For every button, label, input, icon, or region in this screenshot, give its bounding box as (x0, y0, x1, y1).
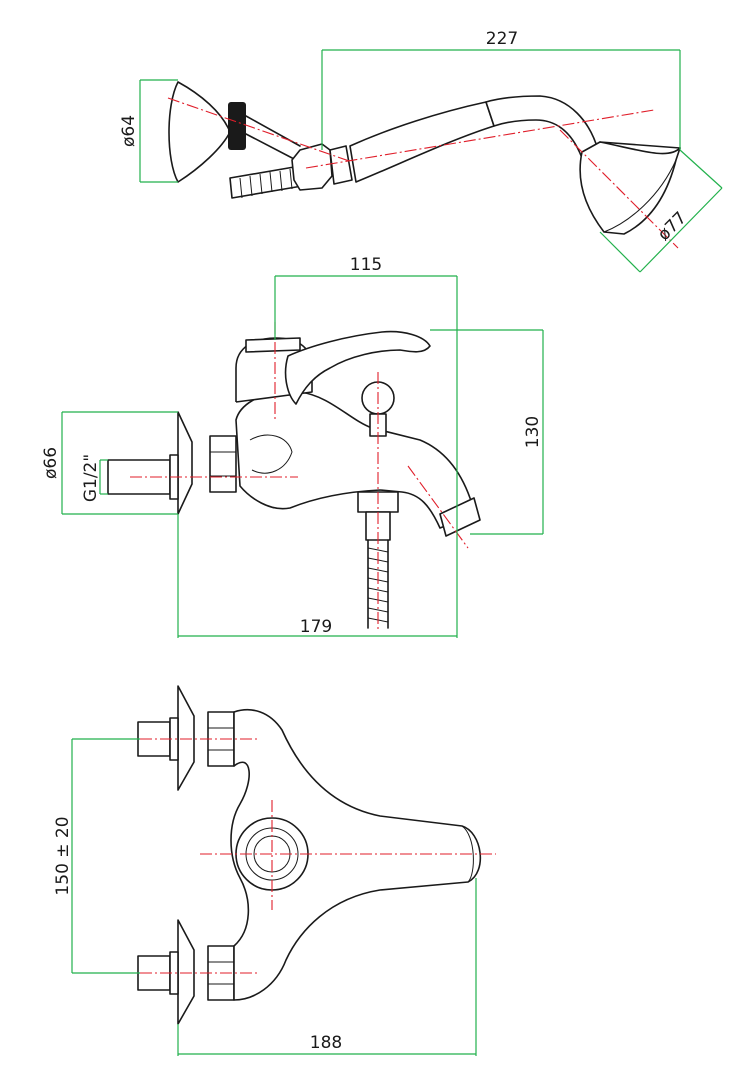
wall-flange (177, 411, 193, 515)
dimension-diameter-77-label: ø77 (654, 208, 691, 245)
dimension-130: 130 (430, 329, 544, 535)
dimension-centers: 150 ± 20 (53, 738, 140, 974)
mixer-body (235, 391, 477, 529)
dimension-diameter-66-label: ø66 (41, 447, 61, 479)
dimension-130-label: 130 (523, 416, 543, 448)
dimension-115: 115 (274, 255, 458, 638)
dimension-diameter-64-label: ø64 (119, 115, 139, 147)
dimension-centers-label: 150 ± 20 (53, 816, 73, 895)
dimension-thread: G1/2" (81, 454, 108, 502)
shower-head-front (168, 81, 301, 183)
mixer-side-view: 115 130 ø66 G1/2" 179 (41, 255, 544, 638)
dimension-179: 179 (177, 514, 457, 638)
mixer-top-view: 150 ± 20 188 (53, 685, 496, 1056)
hand-shower-handle (291, 95, 599, 191)
dimension-227-label: 227 (486, 29, 518, 49)
dimension-115-label: 115 (350, 255, 382, 275)
mixer-lever (284, 330, 431, 405)
dimension-thread-label: G1/2" (81, 454, 101, 502)
hose-top (229, 165, 303, 199)
upper-flange (177, 685, 195, 791)
dimension-188: 188 (177, 878, 477, 1056)
dimension-diameter-66: ø66 (41, 411, 178, 515)
mixer-top-body (230, 708, 482, 1001)
dimension-188-label: 188 (310, 1033, 342, 1053)
hex-nut (209, 435, 237, 493)
dimension-diameter-64: ø64 (119, 79, 178, 183)
lower-flange (177, 919, 195, 1025)
hand-shower-view: 227 ø64 ø77 (119, 29, 723, 273)
shower-head-side (579, 141, 681, 235)
dimension-179-label: 179 (300, 617, 332, 637)
dimension-227: 227 (321, 29, 681, 150)
